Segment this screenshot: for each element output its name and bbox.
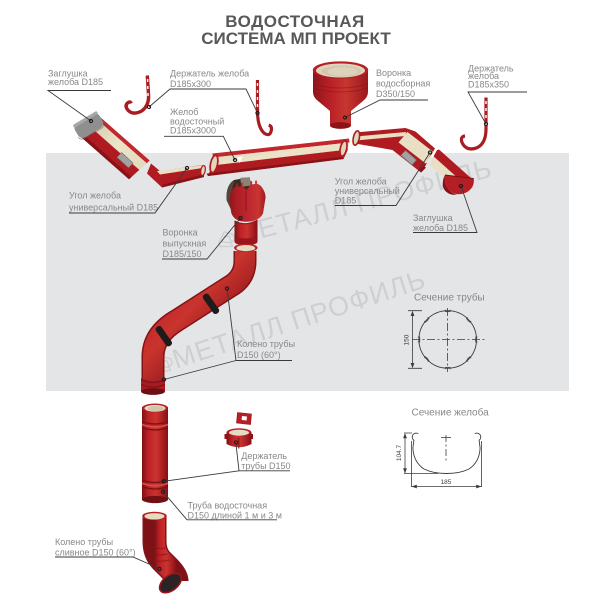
svg-text:D185x3000: D185x3000 <box>170 126 216 136</box>
svg-text:Желоб: Желоб <box>170 107 198 117</box>
svg-text:Угол желоба: Угол желоба <box>69 191 121 201</box>
svg-text:выпускная: выпускная <box>163 239 207 249</box>
svg-text:D185: D185 <box>335 196 357 206</box>
svg-text:СИСТЕМА МП ПРОЕКТ: СИСТЕМА МП ПРОЕКТ <box>201 29 391 48</box>
svg-text:Держатель: Держатель <box>241 451 287 461</box>
svg-text:Заглушка: Заглушка <box>48 69 88 79</box>
svg-text:Колено трубы: Колено трубы <box>55 537 113 547</box>
svg-text:Держатель желоба: Держатель желоба <box>170 69 249 79</box>
svg-text:150: 150 <box>404 334 411 345</box>
svg-text:185: 185 <box>441 479 452 486</box>
svg-text:Воронка: Воронка <box>163 228 198 238</box>
svg-text:Сечение желоба: Сечение желоба <box>412 407 490 419</box>
svg-text:ВОДОСТОЧНАЯ: ВОДОСТОЧНАЯ <box>225 12 364 31</box>
svg-text:D185x300: D185x300 <box>170 79 211 89</box>
svg-text:трубы D150: трубы D150 <box>241 461 290 471</box>
svg-text:универсальный: универсальный <box>335 186 400 196</box>
svg-text:Заглушка: Заглушка <box>413 213 453 223</box>
svg-text:D350/150: D350/150 <box>376 89 415 99</box>
svg-text:сливное D150 (60°): сливное D150 (60°) <box>55 548 136 558</box>
svg-text:D185x350: D185x350 <box>468 79 509 89</box>
svg-text:водосборная: водосборная <box>376 79 430 89</box>
svg-text:желоба D185: желоба D185 <box>413 223 468 233</box>
svg-text:104.7: 104.7 <box>396 444 403 461</box>
svg-text:D185/150: D185/150 <box>163 249 202 259</box>
svg-text:D150 (60°): D150 (60°) <box>237 350 281 360</box>
svg-text:Угол желоба: Угол желоба <box>335 177 387 187</box>
svg-text:Труба водосточная: Труба водосточная <box>188 500 268 510</box>
svg-text:универсальный D185: универсальный D185 <box>69 203 158 213</box>
svg-text:водосточный: водосточный <box>170 117 224 127</box>
svg-text:Держатель: Держатель <box>468 64 514 74</box>
svg-text:Воронка: Воронка <box>376 68 411 78</box>
svg-text:желоба: желоба <box>468 71 499 81</box>
svg-text:Колено трубы: Колено трубы <box>237 339 295 349</box>
svg-text:D150 длиной 1 м и 3 м: D150 длиной 1 м и 3 м <box>188 510 282 520</box>
svg-text:желоба D185: желоба D185 <box>48 77 103 87</box>
svg-text:Сечение трубы: Сечение трубы <box>414 292 485 304</box>
